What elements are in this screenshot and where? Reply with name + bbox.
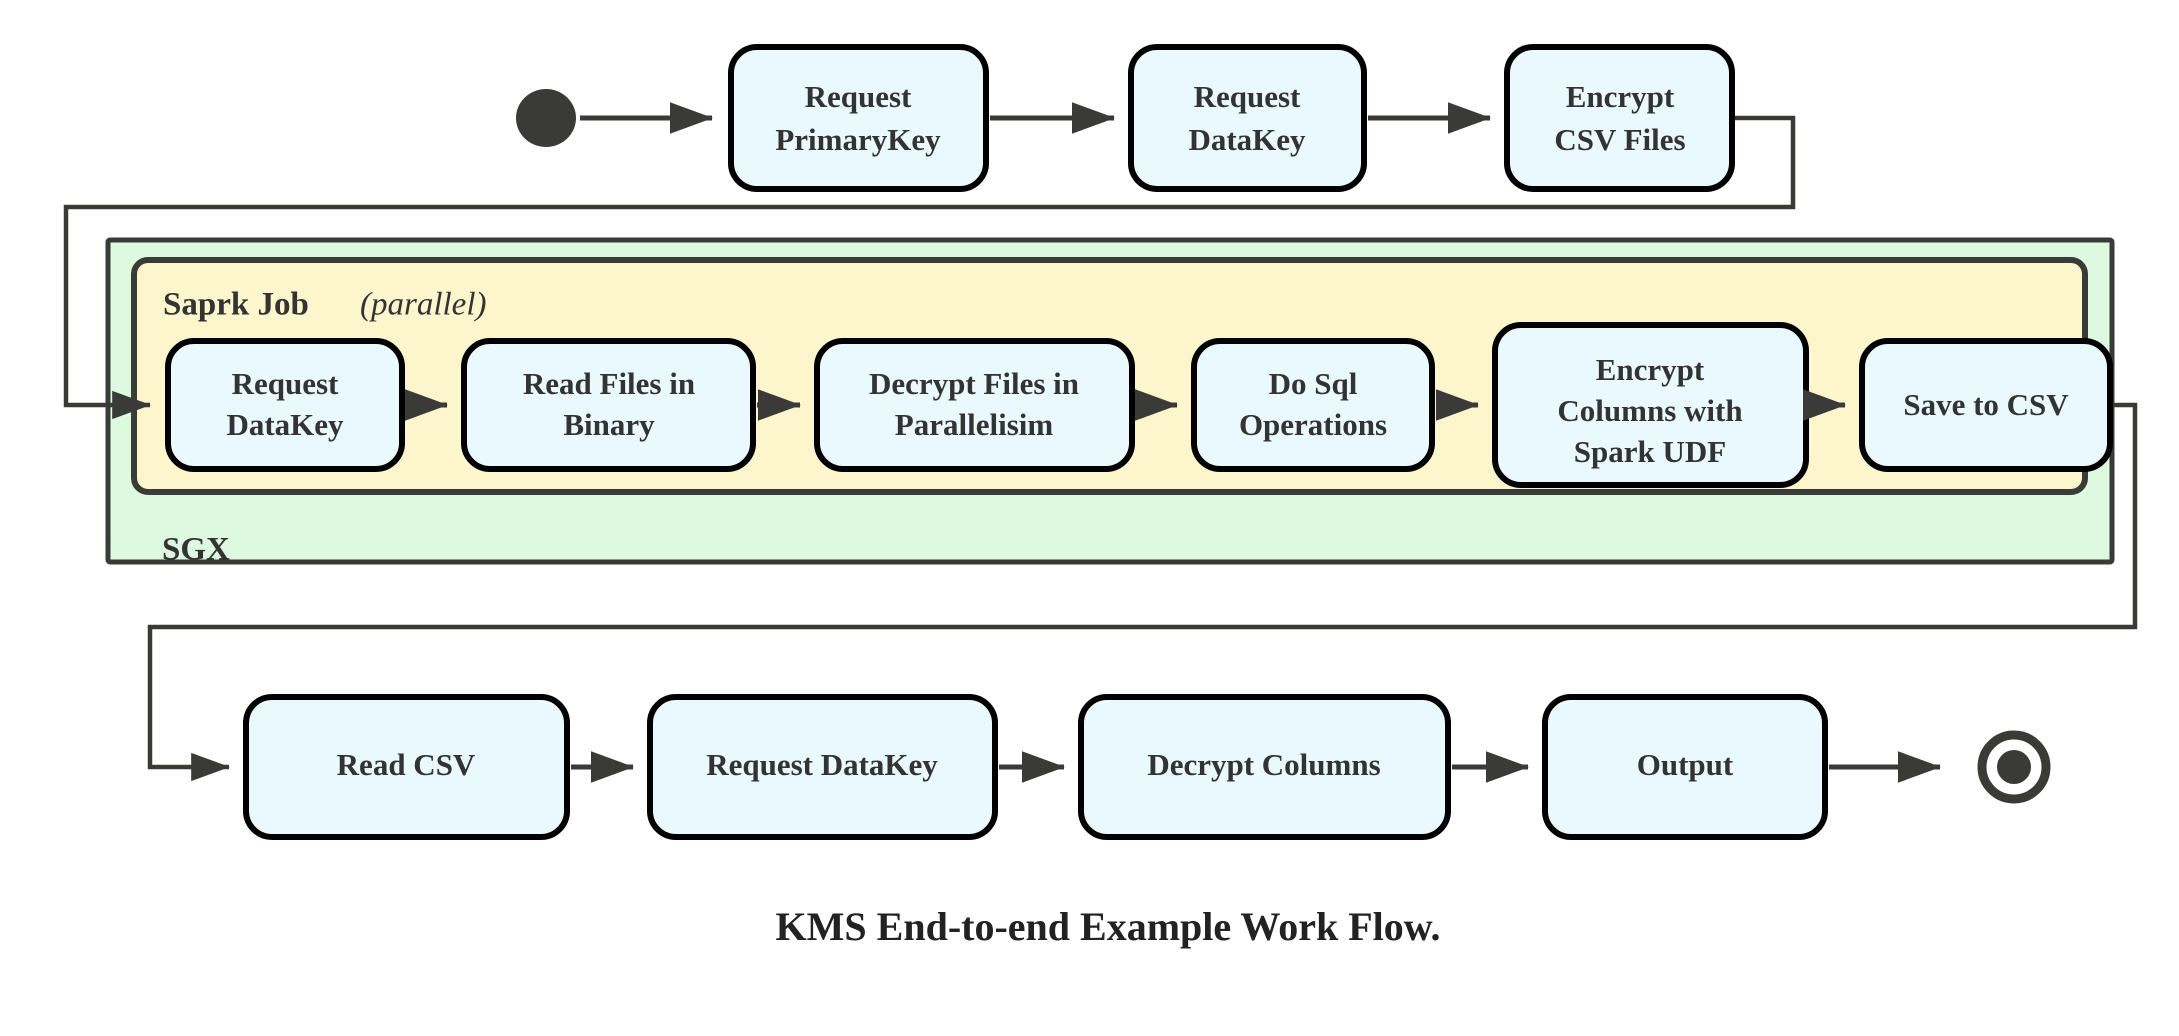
- node-encrypt-columns-with-spark-udf[interactable]: Encrypt Columns with Spark UDF: [1492, 322, 1809, 488]
- node-request-datakey-spark-line-2: DataKey: [226, 407, 344, 442]
- node-request-datakey-bottom-line-1: Request DataKey: [706, 747, 938, 782]
- edge-encrypt-csv-to-spark-datakey: [63, 115, 1796, 420]
- node-do-sql-operations-box[interactable]: [1191, 338, 1435, 472]
- node-save-to-csv[interactable]: Save to CSV: [1859, 338, 2113, 472]
- node-read-csv-box[interactable]: [243, 694, 570, 840]
- node-read-files-in-binary-box[interactable]: [461, 338, 756, 472]
- spark-job-label: Saprk Job: [163, 287, 309, 323]
- node-request-datakey-spark-box[interactable]: [165, 338, 405, 472]
- node-request-primarykey-line-2: PrimaryKey: [775, 122, 941, 157]
- node-encrypt-csv-files-line-1: Encrypt: [1566, 79, 1675, 114]
- node-read-files-in-binary-line-2: Binary: [563, 407, 655, 442]
- node-encrypt-columns-with-spark-udf-line-3: Spark UDF: [1574, 434, 1726, 469]
- node-request-datakey-top-box[interactable]: [1128, 44, 1367, 192]
- node-read-files-in-binary[interactable]: Read Files in Binary: [461, 338, 756, 472]
- node-request-primarykey[interactable]: Request PrimaryKey: [728, 44, 989, 192]
- node-request-datakey-bottom-box[interactable]: [647, 694, 998, 840]
- node-request-datakey-spark-line-1: Request: [232, 366, 339, 401]
- node-decrypt-columns-box[interactable]: [1078, 694, 1451, 840]
- node-decrypt-columns-line-1: Decrypt Columns: [1147, 747, 1380, 782]
- node-do-sql-operations[interactable]: Do Sql Operations: [1191, 338, 1435, 472]
- node-decrypt-files-in-parallelisim-line-1: Decrypt Files in: [869, 366, 1079, 401]
- node-read-csv-line-1: Read CSV: [337, 747, 476, 782]
- node-decrypt-files-in-parallelisim-line-2: Parallelisim: [895, 407, 1054, 442]
- node-request-datakey-bottom[interactable]: Request DataKey: [647, 694, 998, 840]
- node-encrypt-csv-files-line-2: CSV Files: [1554, 122, 1685, 157]
- node-output-line-1: Output: [1637, 747, 1734, 782]
- node-save-to-csv-line-1: Save to CSV: [1903, 387, 2069, 422]
- node-request-datakey-top[interactable]: Request DataKey: [1128, 44, 1367, 192]
- node-encrypt-csv-files-box[interactable]: [1504, 44, 1735, 192]
- node-read-files-in-binary-line-1: Read Files in: [523, 366, 695, 401]
- spark-job-parallel-label: (parallel): [360, 287, 486, 323]
- node-request-datakey-top-line-1: Request: [1194, 79, 1301, 114]
- node-request-primarykey-box[interactable]: [728, 44, 989, 192]
- node-decrypt-files-in-parallelisim-box[interactable]: [814, 338, 1135, 472]
- start-node: [516, 89, 714, 147]
- node-read-csv[interactable]: Read CSV: [243, 694, 570, 840]
- node-decrypt-files-in-parallelisim[interactable]: Decrypt Files in Parallelisim: [814, 338, 1135, 472]
- node-request-datakey-spark[interactable]: Request DataKey: [165, 338, 405, 472]
- node-request-datakey-top-line-2: DataKey: [1188, 122, 1306, 157]
- node-decrypt-columns[interactable]: Decrypt Columns: [1078, 694, 1451, 840]
- node-do-sql-operations-line-2: Operations: [1239, 407, 1387, 442]
- node-save-to-csv-box[interactable]: [1859, 338, 2113, 472]
- node-output-box[interactable]: [1542, 694, 1828, 840]
- end-node-dot: [1997, 750, 2031, 784]
- end-node: [1977, 730, 2051, 804]
- node-output[interactable]: Output: [1542, 694, 1828, 840]
- node-encrypt-columns-with-spark-udf-line-2: Columns with: [1557, 393, 1742, 428]
- node-encrypt-columns-with-spark-udf-line-1: Encrypt: [1596, 352, 1705, 387]
- start-node-circle: [516, 89, 576, 147]
- sgx-container-label: SGX: [162, 532, 230, 568]
- end-node-ring: [1977, 730, 2051, 804]
- diagram-caption: KMS End-to-end Example Work Flow.: [776, 904, 1441, 949]
- edge-save-to-csv-to-read-csv: [147, 402, 2138, 782]
- node-encrypt-csv-files[interactable]: Encrypt CSV Files: [1504, 44, 1735, 192]
- node-do-sql-operations-line-1: Do Sql: [1269, 366, 1358, 401]
- node-request-primarykey-line-1: Request: [805, 79, 912, 114]
